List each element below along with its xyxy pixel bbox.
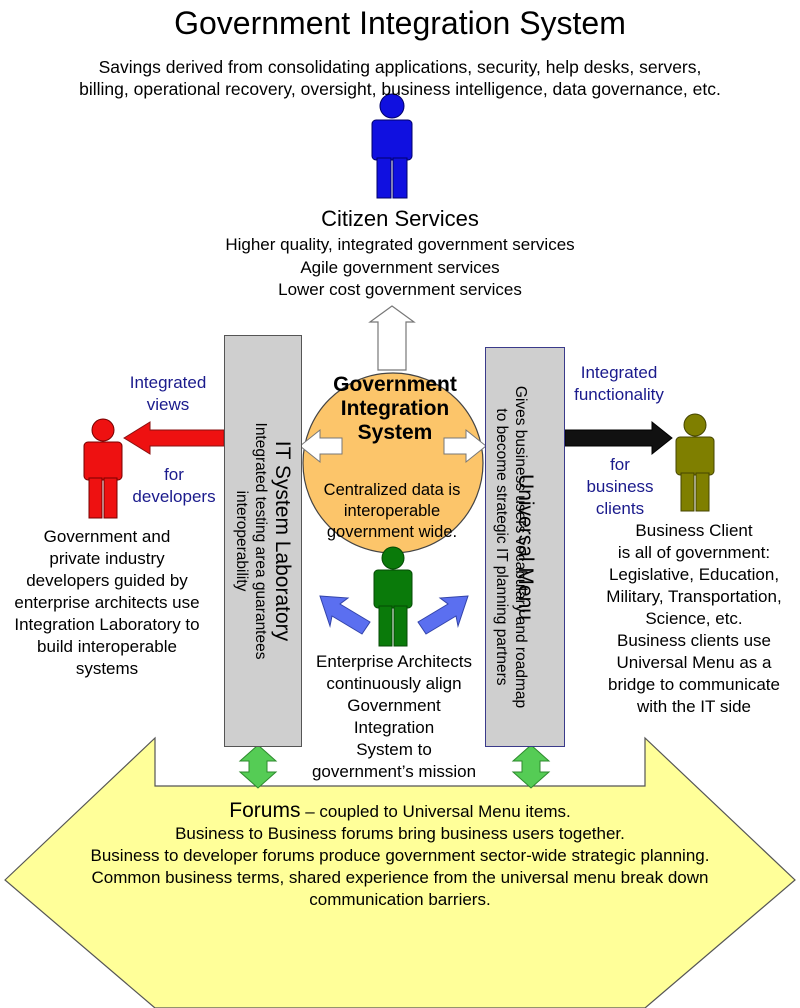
desc-line: Military, Transportation,	[606, 587, 782, 606]
desc-line: developers guided by	[26, 571, 188, 590]
business-client-description: Business Client is all of government: Le…	[588, 520, 800, 718]
client-figure-icon	[675, 413, 715, 512]
citizen-services-list: Higher quality, integrated government se…	[150, 234, 650, 302]
forums-line: Business to Business forums bring busine…	[175, 824, 625, 843]
desc-line: Universal Menu as a	[616, 653, 772, 672]
up-arrow-to-citizens	[368, 305, 416, 371]
citizen-figure-icon	[371, 93, 413, 199]
architect-figure-icon	[373, 546, 413, 647]
gis-circle-description: Centralized data is interoperable govern…	[310, 480, 474, 543]
desc-line: Business clients use	[616, 631, 772, 650]
page-title: Government Integration System	[174, 5, 626, 41]
citizen-service-line: Lower cost government services	[278, 280, 522, 299]
citizen-service-line: Higher quality, integrated government se…	[225, 235, 575, 254]
label-line: developers	[132, 487, 216, 506]
desc-line: enterprise architects use	[14, 593, 200, 612]
architect-left-arrow	[319, 595, 371, 635]
circle-left-arrow	[299, 428, 343, 464]
desc-line: with the IT side	[636, 697, 752, 716]
label-line: for	[610, 455, 630, 474]
arrow-to-clients	[564, 420, 673, 456]
desc-line: Business Client	[635, 521, 753, 540]
forums-double-arrow	[4, 736, 796, 1008]
it-lab-sub-line: Integrated testing area guarantees	[252, 422, 269, 660]
gis-title-line: Government	[333, 373, 457, 396]
desc-line: continuously align	[326, 674, 462, 693]
gis-title-line: Integration	[340, 397, 450, 420]
label-line: Integrated	[129, 373, 207, 392]
gis-desc-line: Centralized data is	[323, 481, 461, 499]
it-lab-panel: IT System Laboratory Integrated testing …	[224, 335, 302, 747]
citizen-services-heading: Citizen Services	[321, 206, 479, 231]
menu-forum-link-arrow	[511, 744, 551, 789]
integrated-views-label: Integrated views	[118, 372, 218, 416]
subtitle-line: Savings derived from consolidating appli…	[98, 57, 702, 77]
desc-line: systems	[75, 659, 139, 678]
integrated-functionality-label: Integrated functionality	[560, 362, 678, 406]
developer-figure-icon	[83, 418, 123, 519]
developers-description: Government and private industry develope…	[0, 526, 214, 680]
desc-line: Government and	[43, 527, 171, 546]
universal-menu-sub-wrap: Gives business users vocabulary and road…	[485, 347, 565, 747]
gis-desc-line: interoperable	[343, 502, 441, 520]
universal-menu-panel: Universal Menu	[485, 347, 565, 747]
desc-line: is all of government:	[617, 543, 771, 562]
desc-line: Integration Laboratory to	[14, 615, 200, 634]
lab-forum-link-arrow	[238, 744, 278, 789]
forums-line: communication barriers.	[309, 890, 491, 909]
gis-circle-title: Government Integration System	[305, 373, 485, 445]
forums-line: Common business terms, shared experience…	[91, 868, 709, 887]
label-line: views	[146, 395, 190, 414]
forums-block: Forums – coupled to Universal Menu items…	[40, 800, 760, 911]
gis-title-line: System	[357, 421, 433, 444]
it-lab-sub-line: interoperability	[233, 490, 250, 592]
architect-right-arrow	[417, 595, 469, 635]
label-line: Integrated	[580, 363, 658, 382]
it-lab-title: IT System Laboratory	[271, 440, 294, 642]
it-lab-text: IT System Laboratory Integrated testing …	[232, 423, 294, 660]
forums-line: Business to developer forums produce gov…	[90, 846, 710, 865]
label-line: business	[586, 477, 654, 496]
label-line: for	[164, 465, 184, 484]
desc-line: Government	[347, 696, 441, 715]
universal-menu-sub: Gives business users vocabulary and road…	[492, 386, 530, 708]
desc-line: Science, etc.	[645, 609, 743, 628]
desc-line: Integration	[353, 718, 435, 737]
for-business-clients-label: for business clients	[570, 454, 670, 520]
desc-line: government’s mission	[311, 762, 477, 781]
arrow-to-developers	[123, 421, 225, 455]
forums-heading-rest: – coupled to Universal Menu items.	[300, 802, 571, 821]
desc-line: bridge to communicate	[608, 675, 780, 694]
universal-menu-sub-line: to become strategic IT planning partners	[493, 408, 510, 686]
circle-right-arrow	[443, 428, 487, 464]
architects-description: Enterprise Architects continuously align…	[296, 651, 492, 783]
subtitle-line: billing, operational recovery, oversight…	[79, 79, 721, 99]
forums-heading-line: Forums – coupled to Universal Menu items…	[40, 800, 760, 823]
for-developers-label: for developers	[124, 464, 224, 508]
label-line: clients	[595, 499, 645, 518]
desc-line: System to	[356, 740, 432, 759]
desc-line: Enterprise Architects	[316, 652, 472, 671]
label-line: functionality	[574, 385, 664, 404]
desc-line: build interoperable	[37, 637, 177, 656]
gis-desc-line: government wide.	[326, 523, 458, 541]
page-subtitle: Savings derived from consolidating appli…	[20, 56, 780, 100]
desc-line: Legislative, Education,	[608, 565, 780, 584]
citizen-service-line: Agile government services	[300, 257, 500, 277]
universal-menu-sub-line: Gives business users vocabulary and road…	[512, 385, 529, 709]
desc-line: private industry	[49, 549, 165, 568]
forums-heading: Forums	[229, 799, 301, 822]
